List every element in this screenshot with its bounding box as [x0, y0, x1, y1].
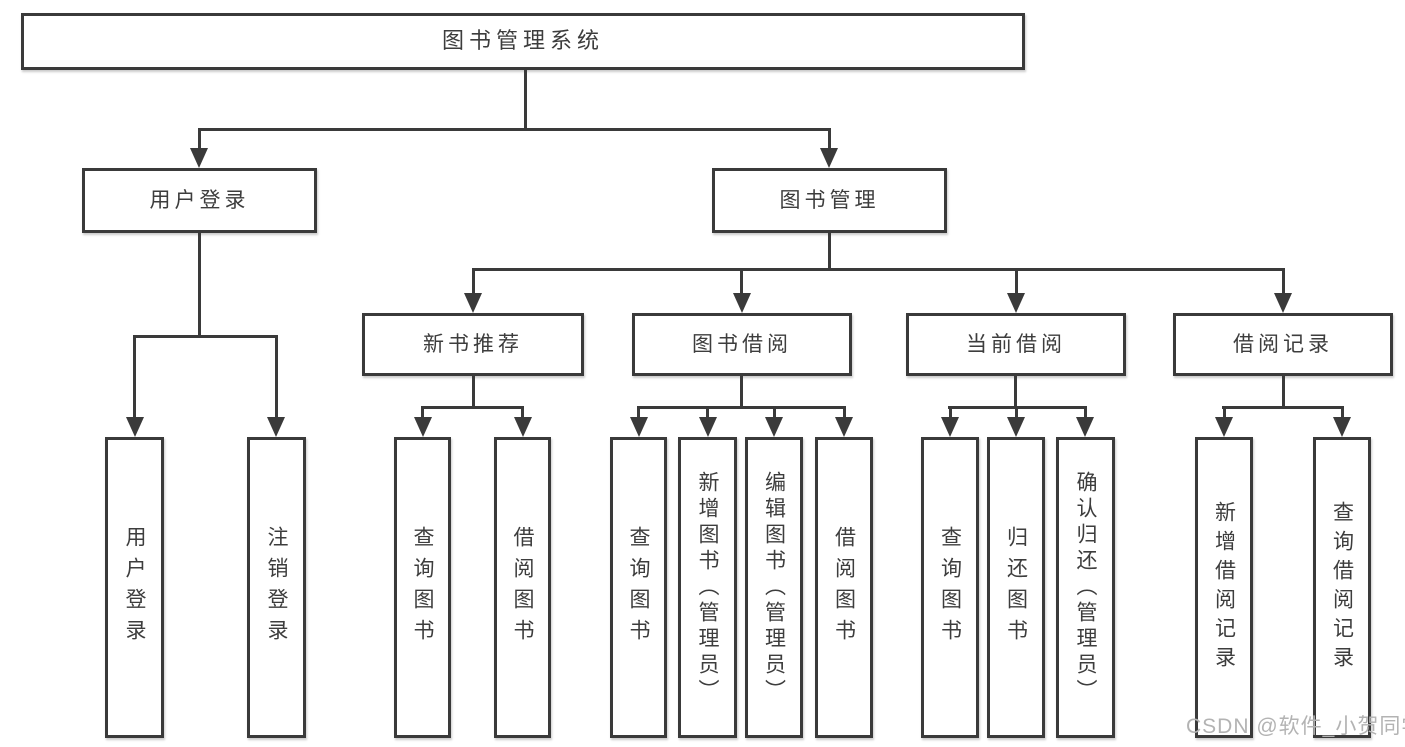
- arrowhead-down-icon: [1007, 293, 1025, 313]
- leaf-label: 用户登录: [123, 525, 146, 650]
- edge-root-rail: [198, 128, 831, 131]
- arrowhead-down-icon: [1076, 417, 1094, 437]
- edge-new-book-rail: [421, 406, 524, 409]
- edge-to-query-borrow-record: [1341, 406, 1344, 420]
- node-label: 图书管理: [779, 188, 880, 212]
- edge-new-book-stem: [472, 375, 475, 408]
- arrowhead-down-icon: [699, 417, 717, 437]
- leaf-add-borrow-record: 新增借阅记录: [1195, 437, 1253, 738]
- edge-book-borrow-rail: [637, 406, 846, 409]
- node-book-borrow: 图书借阅: [632, 313, 852, 376]
- leaf-label: 新增借阅记录: [1212, 500, 1236, 675]
- node-label: 用户登录: [149, 188, 250, 212]
- edge-to-query-book-3: [949, 406, 952, 420]
- node-label: 图书管理系统: [441, 28, 604, 54]
- arrowhead-down-icon: [1007, 417, 1025, 437]
- edge-book-management-stem: [828, 233, 831, 270]
- edge-to-borrow-book-1: [521, 406, 524, 420]
- arrowhead-down-icon: [1333, 417, 1351, 437]
- edge-to-user-login-leaf: [133, 335, 136, 420]
- leaf-label: 查询图书: [411, 525, 434, 650]
- arrowhead-down-icon: [835, 417, 853, 437]
- leaf-logout: 注销登录: [247, 437, 306, 738]
- node-book-management: 图书管理: [712, 168, 947, 233]
- edge-current-borrow-stem: [1014, 375, 1017, 408]
- leaf-label: 注销登录: [265, 525, 288, 650]
- arrowhead-down-icon: [464, 293, 482, 313]
- leaf-label: 借阅图书: [511, 525, 534, 650]
- edge-to-edit-book: [773, 406, 776, 420]
- edge-to-logout: [275, 335, 278, 420]
- arrowhead-down-icon: [414, 417, 432, 437]
- arrowhead-down-icon: [190, 148, 208, 168]
- edge-to-current-borrow: [1015, 268, 1018, 295]
- leaf-label: 归还图书: [1004, 525, 1028, 650]
- node-new-book-recommend: 新书推荐: [362, 313, 584, 376]
- edge-to-confirm-return: [1084, 406, 1087, 420]
- edge-to-borrow-book-2: [843, 406, 846, 420]
- edge-book-borrow-stem: [740, 375, 743, 408]
- edge-to-query-book-1: [421, 406, 424, 420]
- edge-to-book-borrow: [740, 268, 743, 295]
- edge-to-return-book: [1015, 406, 1018, 420]
- edge-to-borrow-records: [1282, 268, 1285, 295]
- node-label: 图书借阅: [692, 332, 792, 356]
- edge-user-login-rail: [133, 335, 278, 338]
- edge-book-management-rail: [472, 268, 1284, 271]
- arrowhead-down-icon: [267, 417, 285, 437]
- edge-to-book-management: [828, 128, 831, 152]
- leaf-borrow-book-2: 借阅图书: [815, 437, 873, 738]
- leaf-query-book-1: 查询图书: [394, 437, 451, 738]
- edge-root-stem: [524, 70, 527, 128]
- leaf-query-book-2: 查询图书: [610, 437, 667, 738]
- edge-to-new-book-recommend: [472, 268, 475, 295]
- leaf-label: 查询图书: [627, 525, 650, 650]
- node-label: 当前借阅: [966, 332, 1066, 356]
- leaf-return-book: 归还图书: [987, 437, 1045, 738]
- leaf-borrow-book-1: 借阅图书: [494, 437, 551, 738]
- arrowhead-down-icon: [941, 417, 959, 437]
- node-current-borrow: 当前借阅: [906, 313, 1126, 376]
- leaf-label: 查询借阅记录: [1330, 500, 1354, 675]
- node-user-login: 用户登录: [82, 168, 317, 233]
- node-label: 新书推荐: [423, 332, 523, 356]
- arrowhead-down-icon: [514, 417, 532, 437]
- leaf-label: 新增图书（管理员）: [696, 470, 719, 705]
- leaf-label: 借阅图书: [832, 525, 856, 650]
- arrowhead-down-icon: [733, 293, 751, 313]
- leaf-add-book-admin: 新增图书（管理员）: [678, 437, 737, 738]
- arrowhead-down-icon: [630, 417, 648, 437]
- arrowhead-down-icon: [820, 148, 838, 168]
- leaf-label: 确认归还（管理员）: [1074, 470, 1097, 705]
- edge-to-add-book: [706, 406, 709, 420]
- leaf-label: 查询图书: [938, 525, 962, 650]
- node-borrow-records: 借阅记录: [1173, 313, 1393, 376]
- leaf-label: 编辑图书（管理员）: [762, 470, 786, 705]
- node-root-library-system: 图书管理系统: [21, 13, 1025, 70]
- arrowhead-down-icon: [1274, 293, 1292, 313]
- edge-to-add-borrow-record: [1223, 406, 1226, 420]
- leaf-query-borrow-record: 查询借阅记录: [1313, 437, 1371, 738]
- node-label: 借阅记录: [1233, 332, 1333, 356]
- edge-to-user-login: [198, 128, 201, 152]
- arrowhead-down-icon: [1215, 417, 1233, 437]
- leaf-confirm-return-admin: 确认归还（管理员）: [1056, 437, 1115, 738]
- leaf-edit-book-admin: 编辑图书（管理员）: [745, 437, 803, 738]
- arrowhead-down-icon: [126, 417, 144, 437]
- edge-borrow-records-rail: [1222, 406, 1344, 409]
- leaf-query-book-3: 查询图书: [921, 437, 979, 738]
- csdn-watermark: CSDN @软件_小贺同学: [1186, 715, 1405, 738]
- leaf-user-login: 用户登录: [105, 437, 164, 738]
- edge-user-login-stem: [198, 233, 201, 337]
- edge-to-query-book-2: [637, 406, 640, 420]
- arrowhead-down-icon: [765, 417, 783, 437]
- edge-borrow-records-stem: [1282, 375, 1285, 408]
